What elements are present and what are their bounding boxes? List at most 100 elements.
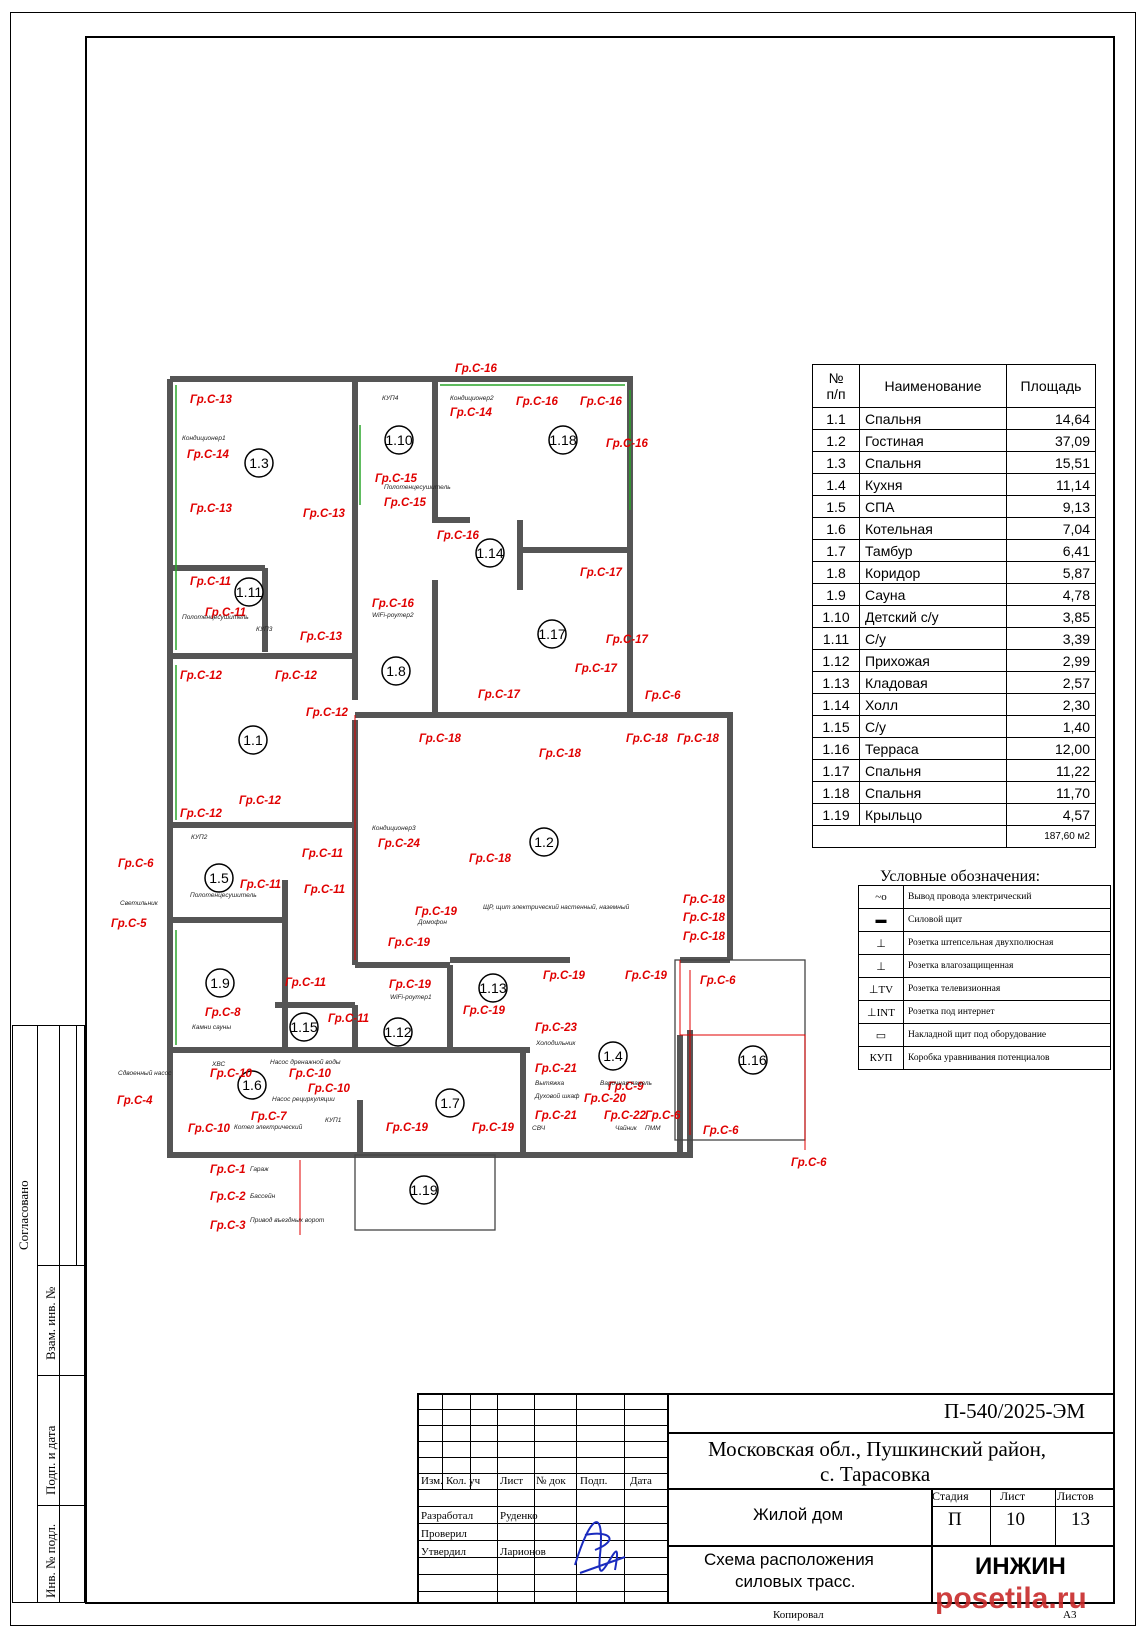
circuit-label: Гр.С-12 — [180, 670, 223, 682]
title-block-line — [417, 1591, 667, 1592]
title-block-line — [667, 1488, 1115, 1490]
circuit-label: Гр.С-16 — [372, 598, 415, 610]
circuit-label: Гр.С-18 — [419, 733, 462, 745]
equipment-note: Полотенцесушитель — [384, 484, 451, 491]
circuit-label: Гр.С-18 — [683, 894, 726, 906]
doc-code: П-540/2025-ЭМ — [944, 1399, 1086, 1423]
equipment-note: ЩР, щит электрический настенный, наземны… — [483, 903, 630, 911]
title-block-line — [667, 1432, 1115, 1434]
circuit-label: Гр.С-19 — [463, 1005, 506, 1017]
circuit-label: Гр.С-16 — [580, 396, 623, 408]
circuit-label: Гр.С-18 — [677, 733, 720, 745]
circuit-label: Гр.С-18 — [469, 853, 512, 865]
title-block-line — [417, 1574, 667, 1575]
room-marker: 1.19 — [409, 1175, 439, 1205]
title-block-line — [417, 1473, 667, 1474]
room-cell-ar: 14,64 — [1006, 407, 1096, 430]
equipment-note: Варочная панель — [600, 1080, 653, 1087]
room-number: 1.18 — [549, 432, 576, 448]
circuit-label: Гр.С-3 — [210, 1220, 246, 1232]
room-cell-nm: Крыльцо — [859, 803, 1007, 826]
circuit-label: Гр.С-7 — [251, 1111, 287, 1123]
room-marker: 1.7 — [435, 1088, 465, 1118]
equipment-note: Кондиционер2 — [450, 394, 494, 402]
circuit-label: Гр.С-13 — [190, 394, 233, 406]
circuit-label: Гр.С-12 — [306, 707, 349, 719]
equipment-note: Привод въездных ворот — [250, 1216, 325, 1224]
stamp-replaced-inv: Взам. инв. № — [43, 1286, 58, 1360]
circuit-label: Гр.С-14 — [187, 449, 230, 461]
legend-text: Силовой щит — [903, 908, 1111, 932]
room-cell-ar: 1,40 — [1006, 715, 1096, 738]
equipment-note: КУП2 — [191, 834, 208, 841]
room-cell-num: 1.19 — [812, 803, 860, 826]
room-cell-nm: С/у — [859, 715, 1007, 738]
title-block-line — [624, 1489, 625, 1604]
title-block-line — [417, 1409, 667, 1410]
room-marker: 1.14 — [475, 538, 505, 568]
room-cell-num: 1.8 — [812, 561, 860, 584]
room-cell-num: 1.5 — [812, 495, 860, 518]
address-line-2: с. Тарасовка — [820, 1462, 931, 1486]
room-cell-nm: Спальня — [859, 451, 1007, 474]
room-cell-ar: 37,09 — [1006, 429, 1096, 452]
circuit-label: Гр.С-5 — [111, 918, 147, 930]
stage-header: Стадия — [932, 1489, 969, 1503]
room-cell-ar: 15,51 — [1006, 451, 1096, 474]
room-cell-num: 1.18 — [812, 781, 860, 804]
copied-label: Копировал — [773, 1609, 824, 1621]
room-cell-ar: 3,39 — [1006, 627, 1096, 650]
stamp-inv-orig: Инв. № подл. — [43, 1523, 58, 1598]
equipment-note: Насос рециркуляции — [272, 1096, 335, 1103]
role-label: Разработал — [421, 1510, 474, 1522]
revision-col-header: Дата — [630, 1475, 652, 1487]
room-number: 1.9 — [210, 975, 230, 991]
room-cell-nm: С/у — [859, 627, 1007, 650]
legend-row: ▬Силовой щит — [858, 908, 1111, 932]
circuit-label: Гр.С-17 — [575, 663, 618, 675]
room-number: 1.4 — [603, 1048, 623, 1064]
circuit-label: Гр.С-21 — [535, 1063, 577, 1075]
outer-frame — [10, 12, 1136, 1626]
room-cell-nm: Сауна — [859, 583, 1007, 606]
title-block-line — [931, 1488, 933, 1603]
circuit-label: Гр.С-19 — [386, 1122, 429, 1134]
room-cell-nm: Спальня — [859, 759, 1007, 782]
title-block-line — [497, 1489, 498, 1604]
room-cell-nm: Прихожая — [859, 649, 1007, 672]
room-cell-num: 1.10 — [812, 605, 860, 628]
circuit-label: Гр.С-2 — [210, 1191, 246, 1203]
legend-text: Розетка телевизионная — [903, 977, 1111, 1001]
room-cell-num: 1.7 — [812, 539, 860, 562]
revision-col-header: Кол. уч — [446, 1475, 481, 1487]
equipment-note: СВЧ — [532, 1125, 546, 1132]
equipment-note: КУП1 — [325, 1117, 342, 1124]
legend-row: ⊥Розетка штепсельная двухполюсная — [858, 931, 1111, 955]
room-number: 1.12 — [384, 1024, 411, 1040]
circuit-label: Гр.С-16 — [606, 438, 649, 450]
equipment-note: ПММ — [645, 1125, 661, 1132]
room-number: 1.1 — [243, 732, 263, 748]
room-cell-num: 1.1 — [812, 407, 860, 430]
title-block-line — [931, 1506, 1115, 1507]
room-number: 1.7 — [440, 1095, 460, 1111]
equipment-note: Холодильник — [535, 1039, 576, 1047]
circuit-label: Гр.С-17 — [580, 567, 623, 579]
room-marker: 1.15 — [289, 1012, 319, 1042]
legend-text: Розетка влагозащищенная — [903, 954, 1111, 978]
equipment-note: Светильник — [120, 900, 159, 907]
